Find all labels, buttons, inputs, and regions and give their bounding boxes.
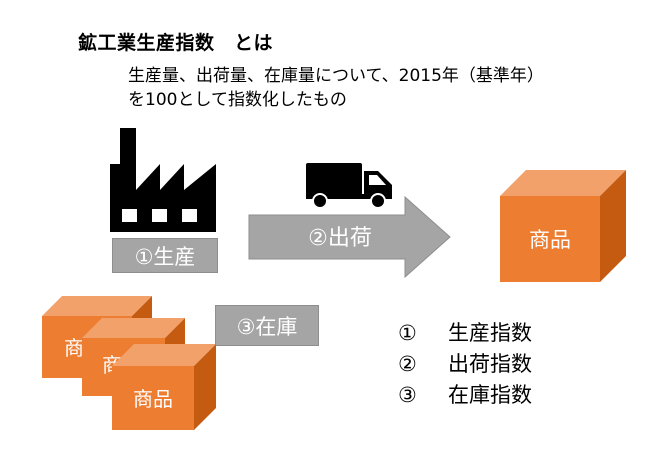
legend-item-3-number: ③ — [398, 383, 417, 407]
product-cube: 商品 — [500, 170, 626, 282]
inventory-cube-3: 商品 — [112, 344, 216, 430]
legend-item-1-text: 生産指数 — [448, 321, 532, 345]
shipment-label: ②出荷 — [308, 226, 372, 251]
production-label: ①生産 — [112, 238, 218, 273]
inventory-cube-3-label: 商品 — [133, 387, 173, 411]
legend-item-2-text: 出荷指数 — [448, 352, 532, 376]
inventory-cube-1-label: 商 — [64, 336, 84, 360]
inventory-cubes: 商 商 商品 — [42, 296, 216, 430]
product-cube-label: 商品 — [529, 228, 571, 252]
legend-item-1-number: ① — [398, 321, 417, 345]
shipment-arrow — [248, 196, 451, 278]
truck-icon — [306, 163, 392, 209]
index-legend: ① 生産指数 ② 出荷指数 ③ 在庫指数 — [398, 318, 532, 411]
description: 生産量、出荷量、在庫量について、2015年（基準年） を100として指数化したも… — [128, 64, 544, 112]
inventory-label: ③在庫 — [215, 305, 319, 346]
legend-item-2-number: ② — [398, 352, 417, 376]
legend-item-3-text: 在庫指数 — [448, 383, 532, 407]
description-line-1: 生産量、出荷量、在庫量について、2015年（基準年） — [128, 66, 544, 86]
legend-item-3: ③ 在庫指数 — [398, 380, 532, 411]
legend-item-1: ① 生産指数 — [398, 318, 532, 349]
page-title: 鉱工業生産指数 とは — [78, 32, 274, 54]
factory-icon — [110, 128, 216, 232]
legend-item-2: ② 出荷指数 — [398, 349, 532, 380]
description-line-2: を100として指数化したもの — [128, 90, 347, 110]
